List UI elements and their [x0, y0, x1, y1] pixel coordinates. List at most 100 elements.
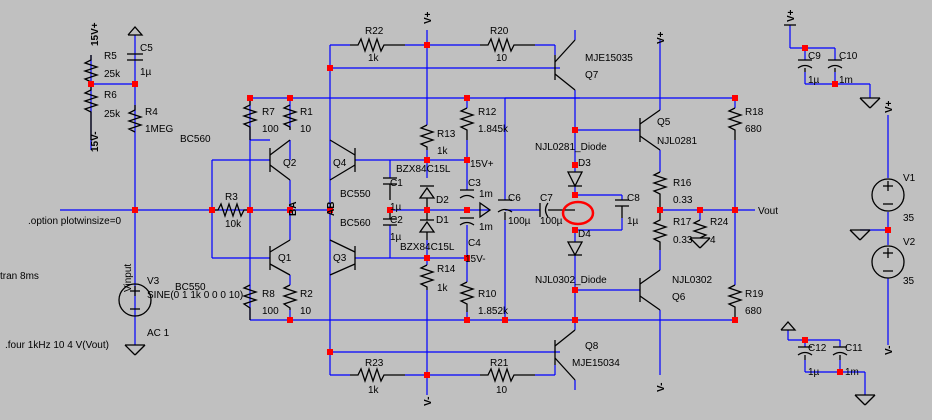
label-c3-val: 1m	[479, 189, 493, 200]
capacitor-c10[interactable]	[827, 59, 843, 72]
label-r5-val: 25k	[104, 69, 121, 80]
resistor-r18[interactable]	[726, 107, 744, 140]
resistor-r13[interactable]	[418, 124, 436, 150]
label-vminus-bottom: V-	[423, 397, 434, 406]
transistor-q6[interactable]	[639, 269, 661, 311]
label-r10: R10	[478, 289, 497, 300]
transistor-q8[interactable]	[554, 329, 576, 381]
label-q1: Q1	[278, 253, 292, 264]
label-d4: D4	[578, 229, 591, 240]
label-c10: C10	[839, 51, 858, 62]
label-c10-val: 1m	[839, 75, 853, 86]
resistor-r24[interactable]	[691, 219, 709, 239]
voltage-source-v1[interactable]	[871, 178, 905, 212]
resistor-r20[interactable]	[480, 36, 535, 54]
capacitor-c11[interactable]	[832, 346, 848, 360]
resistor-r23[interactable]	[350, 366, 405, 384]
label-d3: D3	[578, 158, 591, 169]
labels: 15V+ 15V- R5 25k R6 25k C5 1µ R4 1MEG BC…	[0, 9, 916, 406]
label-ba: BA	[288, 202, 299, 216]
label-c9-val: 1µ	[808, 75, 820, 86]
label-plotwinsize: .option plotwinsize=0	[28, 216, 122, 227]
label-r7: R7	[262, 107, 275, 118]
label-r8: R8	[262, 289, 275, 300]
label-c5: C5	[140, 43, 153, 54]
capacitor-c3[interactable]	[459, 189, 475, 199]
resistor-r22[interactable]	[350, 36, 405, 54]
label-vout: Vout	[758, 206, 778, 217]
capacitor-c1[interactable]	[383, 177, 397, 200]
label-c12: C12	[808, 343, 827, 354]
label-r3: R3	[225, 192, 238, 203]
resistor-r10[interactable]	[458, 281, 476, 312]
resistor-r3[interactable]	[212, 201, 250, 219]
label-c12-val: 1µ	[808, 367, 820, 378]
capacitor-c6[interactable]	[497, 199, 513, 220]
junctions	[88, 42, 891, 378]
label-v3: V3	[147, 276, 160, 287]
transistor-q4[interactable]	[329, 139, 356, 181]
capacitor-c8[interactable]	[615, 199, 629, 218]
label-vplus-v1: V+	[884, 100, 895, 113]
resistor-r7[interactable]	[241, 98, 259, 140]
label-r2: R2	[300, 289, 313, 300]
label-c3: C3	[468, 178, 481, 189]
resistor-r8[interactable]	[241, 284, 259, 320]
label-c1: C1	[390, 178, 403, 189]
label-minus15-vert: 15V-	[90, 131, 101, 152]
label-q4-model: BC550	[340, 189, 371, 200]
resistor-r1[interactable]	[281, 104, 299, 130]
label-r14-val: 1k	[437, 283, 449, 294]
transistor-q1[interactable]	[269, 239, 291, 276]
resistor-r16[interactable]	[651, 171, 669, 210]
label-ab: AB	[326, 202, 337, 216]
label-c9: C9	[808, 51, 821, 62]
resistor-r12[interactable]	[458, 107, 476, 140]
transistor-q5[interactable]	[639, 109, 661, 151]
label-r20-val: 10	[496, 53, 508, 64]
label-tran: tran 8ms	[0, 271, 39, 282]
resistor-r19[interactable]	[726, 284, 744, 318]
label-r3-val: 10k	[225, 219, 242, 230]
label-d3-model: NJL0281_Diode	[535, 142, 607, 153]
diode-d1[interactable]	[418, 210, 436, 240]
label-r18-val: 680	[745, 124, 762, 135]
resistor-r2[interactable]	[281, 284, 299, 310]
transistor-q2[interactable]	[269, 139, 291, 181]
buffer-symbol	[479, 201, 492, 219]
resistor-r14[interactable]	[418, 264, 436, 290]
label-r17-val: 0.33	[673, 235, 693, 246]
label-vplus-q5: V+	[656, 31, 667, 44]
voltage-source-v2[interactable]	[871, 245, 905, 279]
resistor-r6[interactable]	[82, 86, 100, 140]
label-q8-model: MJE15034	[572, 358, 620, 369]
voltage-source-v3[interactable]	[118, 283, 152, 317]
label-r7-val: 100	[262, 124, 279, 135]
label-c8: C8	[627, 193, 640, 204]
label-c5-val: 1µ	[140, 67, 152, 78]
capacitor-c4[interactable]	[459, 217, 475, 226]
label-r24: R24	[710, 217, 729, 228]
label-q5: Q5	[657, 117, 671, 128]
label-r21: R21	[490, 358, 509, 369]
resistor-r21[interactable]	[480, 366, 535, 384]
label-q1-model: BC550	[175, 282, 206, 293]
resistor-r5[interactable]	[82, 55, 100, 83]
label-q2-model: BC560	[180, 134, 211, 145]
diode-d2[interactable]	[418, 185, 436, 210]
diode-d3[interactable]	[566, 171, 584, 188]
label-d1: D1	[436, 215, 449, 226]
capacitor-c5[interactable]	[127, 53, 143, 61]
resistor-r4[interactable]	[126, 105, 144, 133]
diode-d4[interactable]	[566, 241, 584, 257]
transistor-q7[interactable]	[554, 39, 576, 91]
label-r6-val: 25k	[104, 109, 121, 120]
capacitor-c12[interactable]	[797, 346, 813, 360]
transistor-q3[interactable]	[329, 239, 356, 276]
resistor-r17[interactable]	[651, 210, 669, 250]
capacitor-c9[interactable]	[797, 59, 813, 72]
flag-input-top	[127, 26, 144, 36]
label-q7-model: MJE15035	[585, 53, 633, 64]
capacitor-c7[interactable]	[539, 202, 575, 218]
